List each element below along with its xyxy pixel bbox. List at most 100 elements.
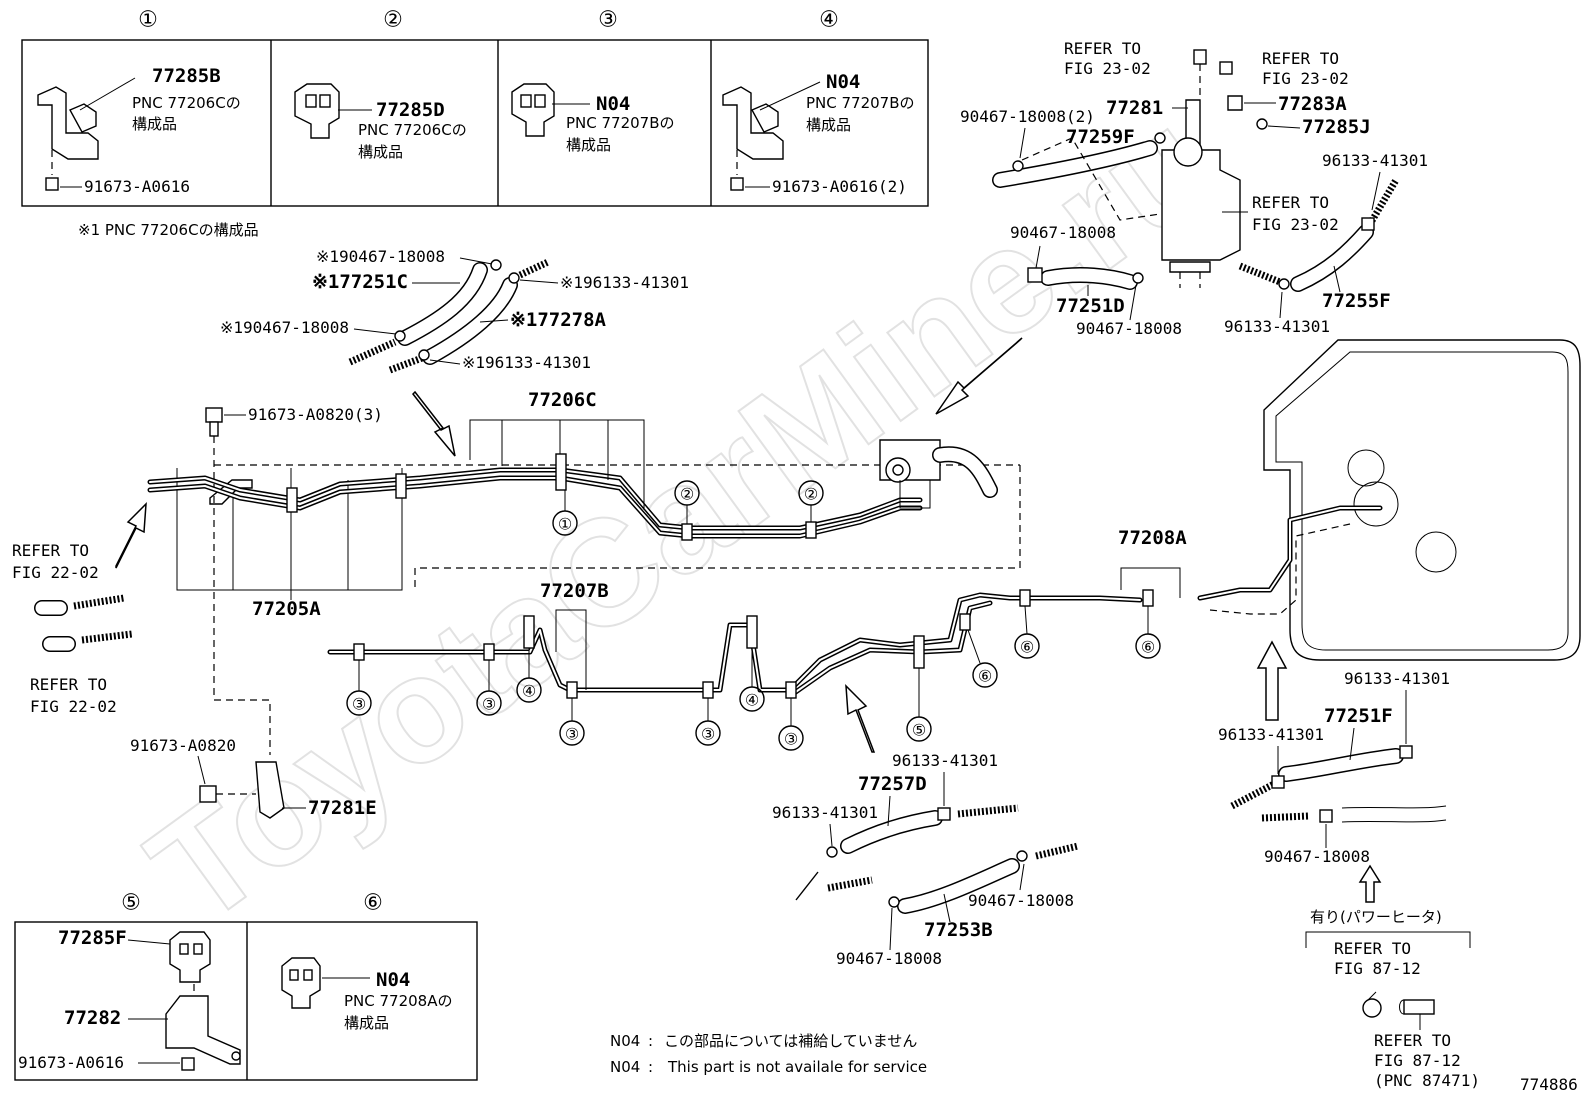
refer-6-line2: FIG 87-12 — [1334, 959, 1421, 978]
left-hose-ends — [34, 594, 133, 652]
position-markers: ① ② ② ③ ③ ④ ③ ③ ④ ③ ⑤ ⑥ ⑥ ⑥ — [346, 480, 1161, 751]
starred-clamp-2: ※196133-41301 — [560, 273, 689, 292]
refer-6: REFER TO FIG 87-12 — [1334, 939, 1421, 978]
bolt-91673-a0820-3 — [205, 407, 223, 700]
arrow-to-77206c — [412, 390, 456, 457]
power-heater-fittings — [1362, 991, 1435, 1018]
inset-5-bolt: 91673-A0616 — [18, 1053, 124, 1072]
clamp-label-g: 96133-41301 — [772, 803, 878, 822]
starred-hose-77278a: ※177278A — [510, 309, 607, 331]
refer-3-line1: REFER TO — [1252, 193, 1329, 212]
service-notes: N04 : この部品については補給していません N04 : This part … — [610, 1032, 927, 1076]
inset-3-note-line2: 構成品 — [566, 136, 611, 154]
part-label-77285j: 77285J — [1302, 116, 1371, 138]
inset-1-number: ① — [138, 8, 158, 33]
footnote-1: ※1 PNC 77206Cの構成品 — [78, 221, 259, 239]
clamp-label-h: 90467-18008 — [968, 891, 1074, 910]
inset-3-note-line1: PNC 77207Bの — [566, 114, 675, 132]
power-heater-label: 有り(パワーヒータ) — [1310, 908, 1442, 926]
svg-text:⑥: ⑥ — [1141, 638, 1155, 657]
part-label-77208a: 77208A — [1118, 527, 1187, 549]
svg-text:①: ① — [558, 515, 572, 534]
bolt-label-a0820-3: 91673-A0820(3) — [248, 405, 383, 424]
refer-6-line1: REFER TO — [1334, 939, 1411, 958]
inset-1-bolt-number: 91673-A0616 — [84, 177, 190, 196]
inset-1-note-line1: PNC 77206Cの — [132, 94, 241, 112]
refer-5: REFER TO FIG 22-02 — [30, 675, 117, 716]
arrow-from-power-heater — [1256, 640, 1288, 721]
marker-3d: ③ — [695, 720, 721, 746]
clamp-label-i: 90467-18008 — [836, 949, 942, 968]
svg-text:③: ③ — [784, 730, 798, 749]
part-label-77281e: 77281E — [308, 797, 377, 819]
bracket-clip-77285b-drawing — [37, 86, 99, 191]
inset-6-note-line2: 構成品 — [344, 1014, 389, 1032]
clip-77285f-drawing — [165, 931, 241, 1071]
svg-text:③: ③ — [352, 695, 366, 714]
marker-3c: ③ — [559, 720, 585, 746]
inset-5-number: ⑤ — [121, 891, 141, 916]
refer-7-line2: FIG 87-12 — [1374, 1051, 1461, 1070]
fuel-tank — [1197, 339, 1581, 661]
clamp-label-j: 96133-41301 — [1344, 669, 1450, 688]
refer-7: REFER TO FIG 87-12 (PNC 87471) — [1374, 1031, 1480, 1090]
clamp-label-f: 96133-41301 — [892, 751, 998, 770]
inset-6-note-line1: PNC 77208Aの — [344, 992, 453, 1010]
svg-text:③: ③ — [701, 725, 715, 744]
marker-5: ⑤ — [906, 716, 932, 742]
tube-77206c — [147, 453, 923, 541]
starred-hose-77251c: ※177251C — [312, 271, 408, 293]
clamp-label-a: 90467-18008(2) — [960, 107, 1095, 126]
arrow-to-filter — [935, 337, 1023, 415]
svg-text:③: ③ — [565, 725, 579, 744]
clamp-label-k: 96133-41301 — [1218, 725, 1324, 744]
clamp-label-e: 96133-41301 — [1224, 317, 1330, 336]
fuel-filter-top-right — [1161, 49, 1243, 288]
part-label-77281: 77281 — [1106, 97, 1163, 119]
inset-6-note: PNC 77208Aの 構成品 — [344, 992, 457, 1032]
arrow-power-heater-small — [1358, 864, 1382, 903]
inset-4-note-line2: 構成品 — [806, 116, 851, 134]
part-label-77253b: 77253B — [924, 919, 993, 941]
inset-4-part-number: N04 — [826, 71, 860, 93]
marker-6a: ⑥ — [972, 662, 998, 688]
inset-2-part-number: 77285D — [376, 99, 445, 121]
part-label-77251f: 77251F — [1324, 705, 1393, 727]
refer-1: REFER TO FIG 23-02 — [1064, 39, 1151, 78]
inset-3-note: PNC 77207Bの 構成品 — [566, 114, 679, 154]
bracket-77281e — [199, 699, 285, 819]
note-1-code: N04 — [610, 1032, 640, 1050]
part-label-77255f: 77255F — [1322, 290, 1391, 312]
fuel-filter-center — [879, 439, 998, 509]
inset-4-number: ④ — [819, 8, 839, 33]
inset-4-bolt-number: 91673-A0616(2) — [772, 177, 907, 196]
inset-1-note-line2: 構成品 — [132, 115, 177, 133]
clamp-label-m: 90467-18008 — [1264, 847, 1370, 866]
refer-5-line1: REFER TO — [30, 675, 107, 694]
inset-6-number: ⑥ — [363, 891, 383, 916]
inset-4-note-line1: PNC 77207Bの — [806, 94, 915, 112]
inset-2-note: PNC 77206Cの 構成品 — [358, 121, 471, 161]
refer-2-line2: FIG 23-02 — [1262, 69, 1349, 88]
inset-3-part-number: N04 — [596, 93, 630, 115]
refer-1-line1: REFER TO — [1064, 39, 1141, 58]
note-2-text: This part is not availale for service — [667, 1058, 927, 1076]
inset-6-part-number: N04 — [376, 969, 410, 991]
refer-2: REFER TO FIG 23-02 — [1262, 49, 1349, 88]
svg-text:③: ③ — [482, 695, 496, 714]
hose-77251f — [1230, 745, 1447, 823]
starred-clamp-4: ※196133-41301 — [462, 353, 591, 372]
svg-text:⑥: ⑥ — [1020, 638, 1034, 657]
inset-2-number: ② — [383, 8, 403, 33]
clamp-label-b: 90467-18008 — [1010, 223, 1116, 242]
note-1-colon: : — [648, 1032, 653, 1050]
refer-4-line1: REFER TO — [12, 541, 89, 560]
inset-3-number: ③ — [598, 8, 618, 33]
refer-3: REFER TO FIG 23-02 — [1252, 193, 1339, 234]
clip-n04-drawing-6 — [281, 957, 321, 1009]
clamp-label-c: 90467-18008 — [1076, 319, 1182, 338]
tube-77207b — [327, 589, 1154, 699]
inset-4-note: PNC 77207Bの 構成品 — [806, 94, 919, 134]
starred-clamp-1: ※190467-18008 — [316, 247, 445, 266]
refer-7-line1: REFER TO — [1374, 1031, 1451, 1050]
